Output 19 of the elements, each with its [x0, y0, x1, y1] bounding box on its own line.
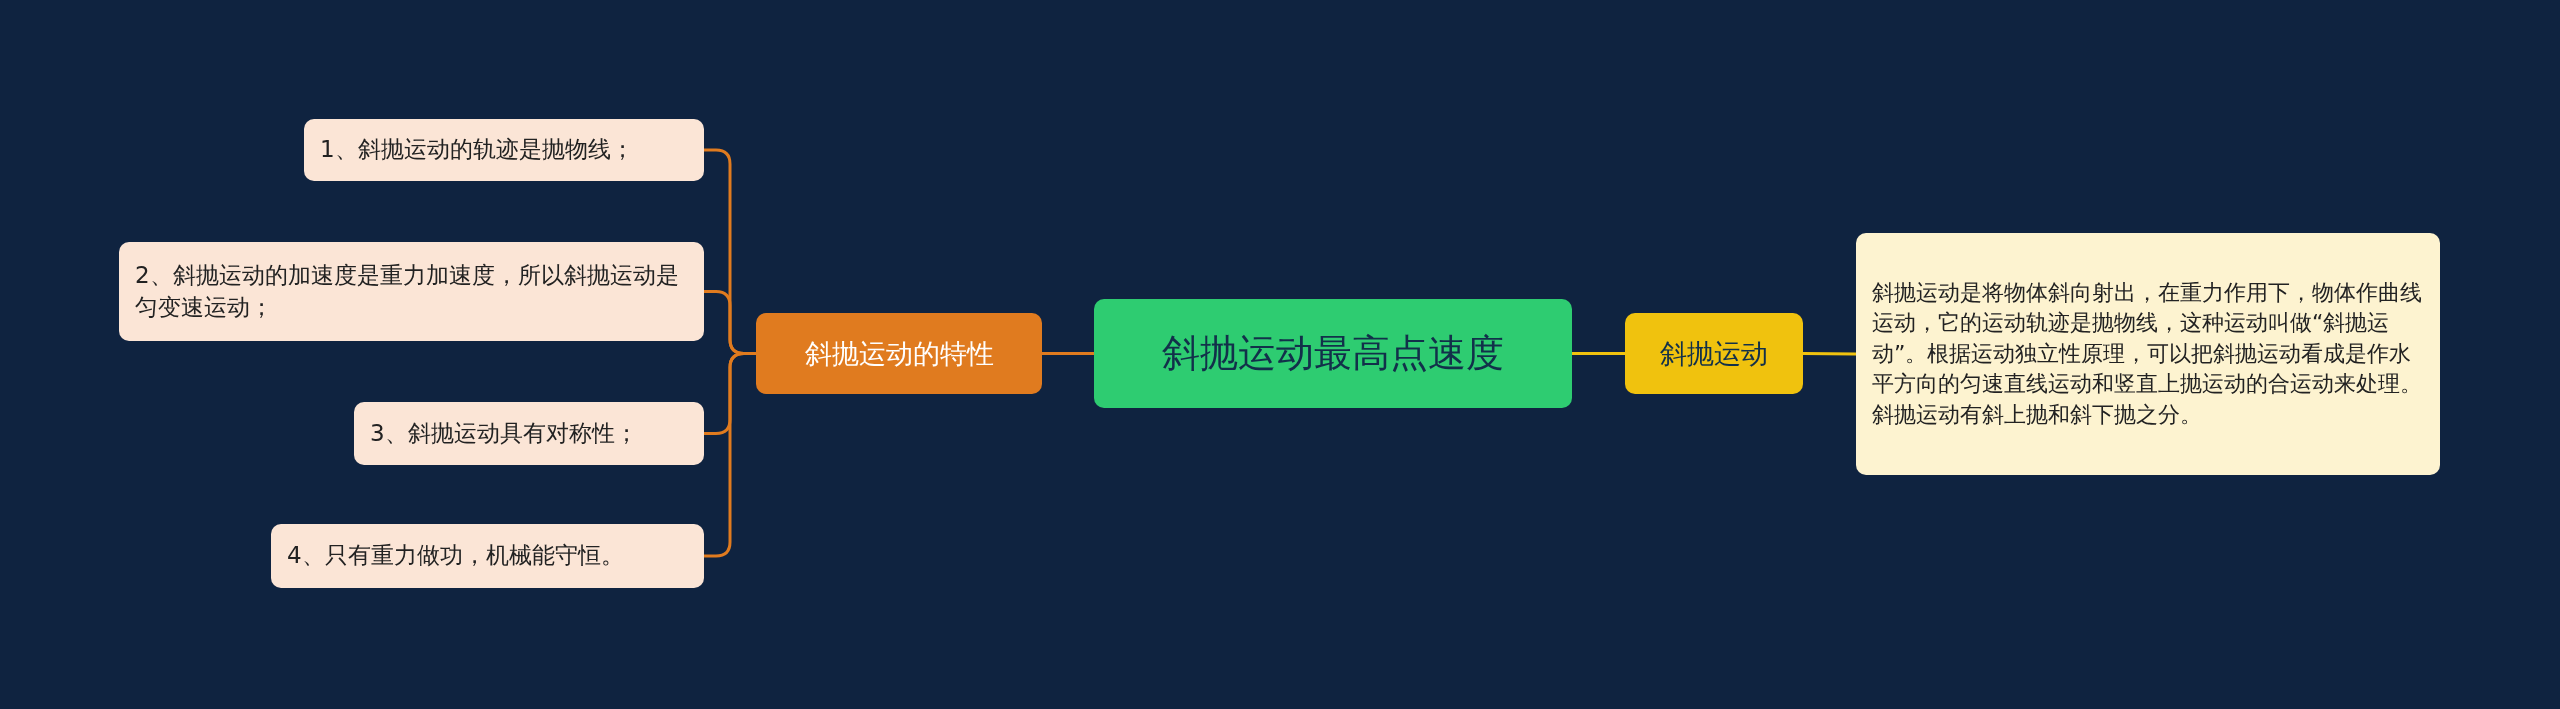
branch-topic-box: [1625, 313, 1803, 394]
branch-topic-box: [756, 313, 1042, 394]
topic-text: 斜抛运动最高点速度: [1162, 330, 1504, 378]
leaf-topic-box: [119, 242, 704, 341]
connector-line: [1803, 352, 1856, 356]
topic-text: 斜抛运动的特性: [804, 336, 994, 371]
root-topic-box: [1094, 299, 1572, 408]
topic-text: 斜抛运动是将物体斜向射出，在重力作用下，物体作曲线运动，它的运动轨迹是抛物线，这种运动叫做“斜抛运动”。根据运动独立性原理，可以把斜抛运动看成是作水平方向的匀速直线运动和竖直上抛运动的合运动来处理。斜抛运动有斜上抛和斜下抛之分。: [1872, 279, 2423, 429]
leaf-topic-box: [354, 402, 704, 465]
topic-text: 2、斜抛运动的加速度是重力加速度，所以斜抛运动是匀变速运动；: [135, 260, 680, 322]
leaf-topic-box: [271, 524, 704, 588]
topic-text: 1、斜抛运动的轨迹是抛物线；: [320, 135, 634, 165]
connector-line: [1572, 352, 1625, 355]
topic-text: 斜抛运动: [1660, 336, 1768, 371]
note-box: [1856, 233, 2440, 475]
topic-text: 3、斜抛运动具有对称性；: [370, 418, 638, 448]
connector-line: [1042, 352, 1094, 355]
topic-text: 4、只有重力做功，机械能守恒。: [287, 541, 624, 571]
leaf-topic-box: [304, 119, 704, 181]
